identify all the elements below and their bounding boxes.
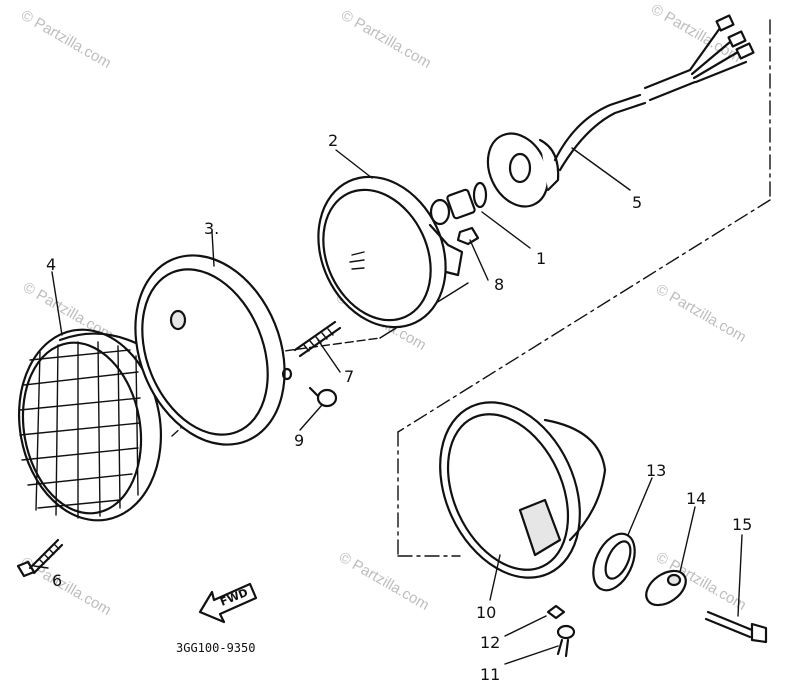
part-9-screw <box>308 386 338 408</box>
callout-7: 7 <box>344 367 354 386</box>
callout-2: 2 <box>328 131 338 150</box>
callout-9: 9 <box>294 431 304 450</box>
callout-12: 12 <box>480 633 500 652</box>
leader-lines <box>33 147 743 665</box>
part-1-bulb <box>429 181 488 226</box>
callout-14: 14 <box>686 489 706 508</box>
callout-labels: 1 2 3. 4 5 6 7 8 9 10 11 12 13 14 15 <box>46 131 752 684</box>
part-3-rim <box>134 254 293 446</box>
fwd-arrow: FWD <box>198 582 258 624</box>
watermark-text: © Partzilla.com <box>653 281 749 346</box>
part-14-cap <box>645 569 687 607</box>
part-13-grommet <box>592 532 636 592</box>
callout-13: 13 <box>646 461 666 480</box>
callout-8: 8 <box>494 275 504 294</box>
part-7-adjusting-screw <box>293 320 342 358</box>
diagram-code: 3GG100-9350 <box>176 641 255 655</box>
part-5-socket-harness <box>486 14 755 208</box>
part-12-nut <box>546 604 566 620</box>
callout-3: 3. <box>204 219 219 238</box>
part-15-bolt <box>704 610 768 644</box>
watermark-text: © Partzilla.com <box>338 7 434 72</box>
callout-15: 15 <box>732 515 752 534</box>
callout-5: 5 <box>632 193 642 212</box>
watermark-text: © Partzilla.com <box>336 549 432 614</box>
part-4-headlight-guard <box>17 328 163 522</box>
part-11-screw <box>556 624 576 658</box>
callout-4: 4 <box>46 255 56 274</box>
callout-1: 1 <box>536 249 546 268</box>
callout-10: 10 <box>476 603 496 622</box>
watermark-text: © Partzilla.com <box>18 7 114 72</box>
callout-6: 6 <box>52 571 62 590</box>
watermark-text: © Partzilla.com <box>18 554 114 619</box>
part-8-nut <box>456 226 480 246</box>
part-2-headlight-unit <box>317 175 464 329</box>
callout-11: 11 <box>480 665 500 684</box>
part-10-headlight-body <box>439 401 607 579</box>
part-6-bolt <box>16 538 64 578</box>
